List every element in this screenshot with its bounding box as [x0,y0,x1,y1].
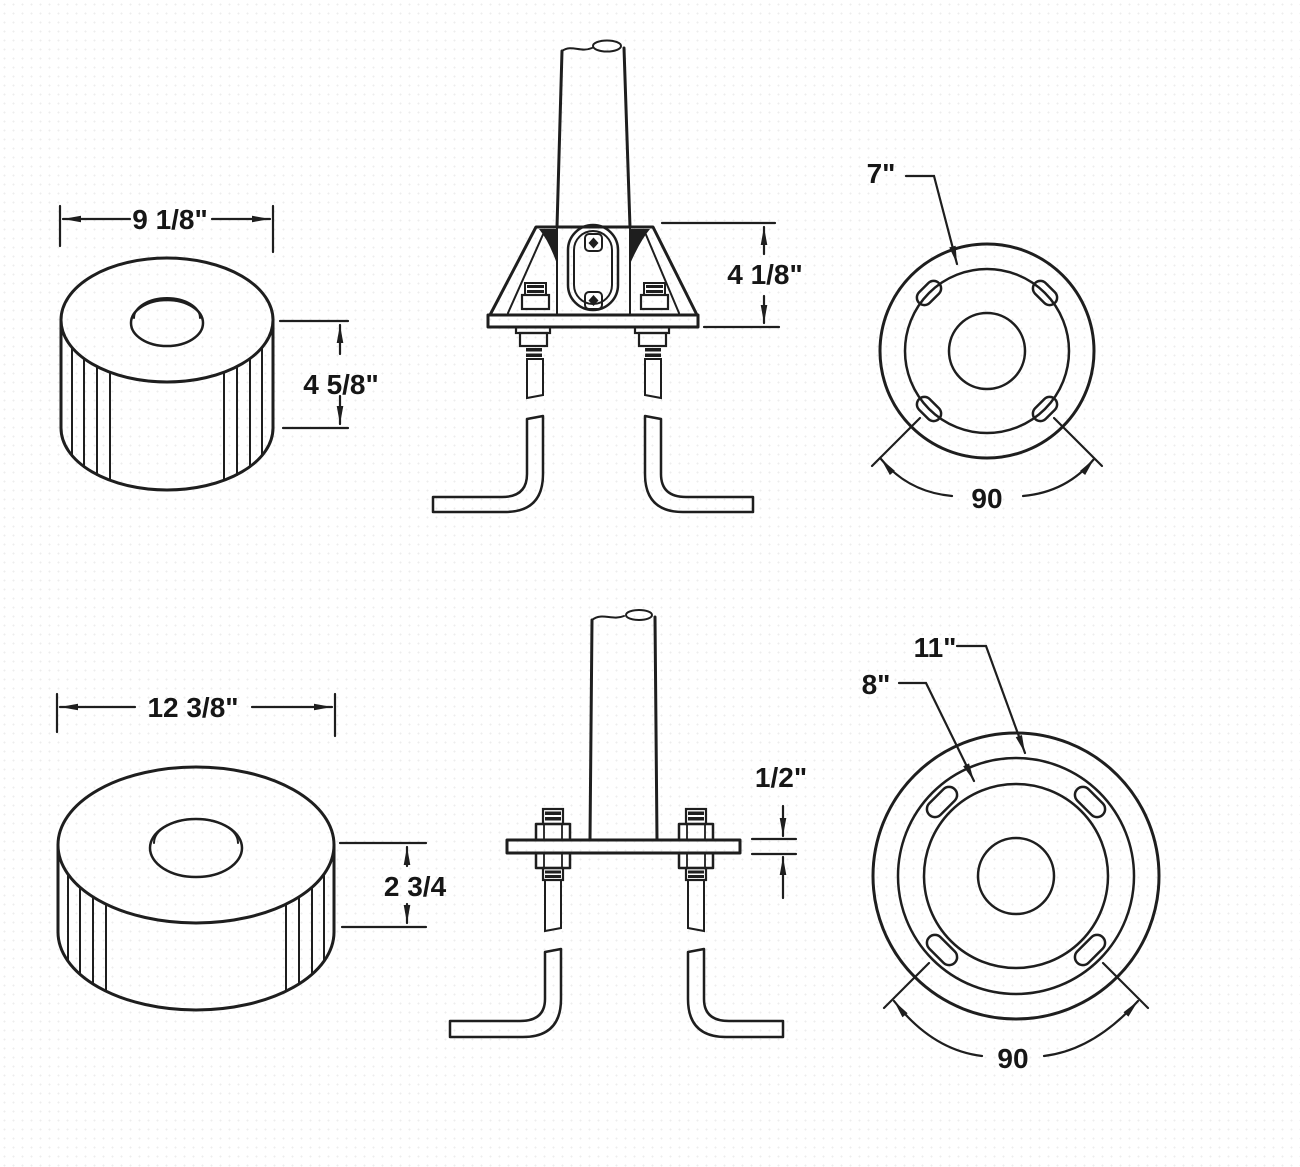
surface-hatch-lines [71,347,263,481]
pole [555,39,632,229]
width-label: 12 3/8" [147,692,238,723]
height-label: 2 3/4 [384,871,447,902]
large-base-top-view: 11" 8" 90 [862,632,1161,1074]
bracket-height-dimension: 4 1/8" [660,221,803,329]
anchor-bolt-right [677,807,785,1039]
base-plate [486,313,700,329]
bolt-circle-label: 7" [867,158,896,189]
width-dimension: 9 1/8" [58,204,275,254]
small-base-top-view: 7" 90 [867,158,1104,514]
surface-hatch-lines [67,873,325,992]
bolt-angle-label: 90 [997,1043,1028,1074]
bolt-angle-label: 90 [971,483,1002,514]
anchor-bolt-left [448,807,572,1039]
bolt-angle-dimension: 90 [870,416,1104,514]
access-door [566,223,620,312]
bolt-angle-dimension: 90 [882,961,1150,1074]
bolt-slots [915,279,1059,423]
small-base-isometric-view: 9 1/8" 4 5/8" [58,204,379,492]
inner-anchor-nuts [520,282,670,311]
bolt-circle-label: 8" [862,669,891,700]
cylinder-body [56,765,336,1012]
bolt-slots [925,785,1107,967]
height-label: 4 5/8" [303,369,379,400]
outer-circle-label: 11" [914,632,957,663]
large-base-side-view: 1/2" [448,609,807,1039]
small-base-side-view: 4 1/8" [431,39,803,514]
width-label: 9 1/8" [132,204,208,235]
height-dimension: 4 5/8" [278,319,379,430]
base-plate [505,838,742,855]
height-dimension: 2 3/4 [338,841,447,929]
bracket-height-label: 4 1/8" [727,259,803,290]
anchor-bolt-left [431,325,552,514]
plate-thickness-label: 1/2" [755,762,807,793]
outer-circle-leader: 11" [914,632,1027,755]
plate-thickness-dimension: 1/2" [750,762,807,900]
anchor-bolt-right [633,325,755,514]
bolt-circle-leader: 8" [862,669,976,783]
large-base-isometric-view: 12 3/8" 2 3/4 [55,692,447,1012]
cylinder-body [59,256,275,492]
anchor-shroud [488,223,699,317]
bolt-circle-leader: 7" [867,158,959,266]
pole [588,609,659,842]
width-dimension: 12 3/8" [55,692,337,738]
